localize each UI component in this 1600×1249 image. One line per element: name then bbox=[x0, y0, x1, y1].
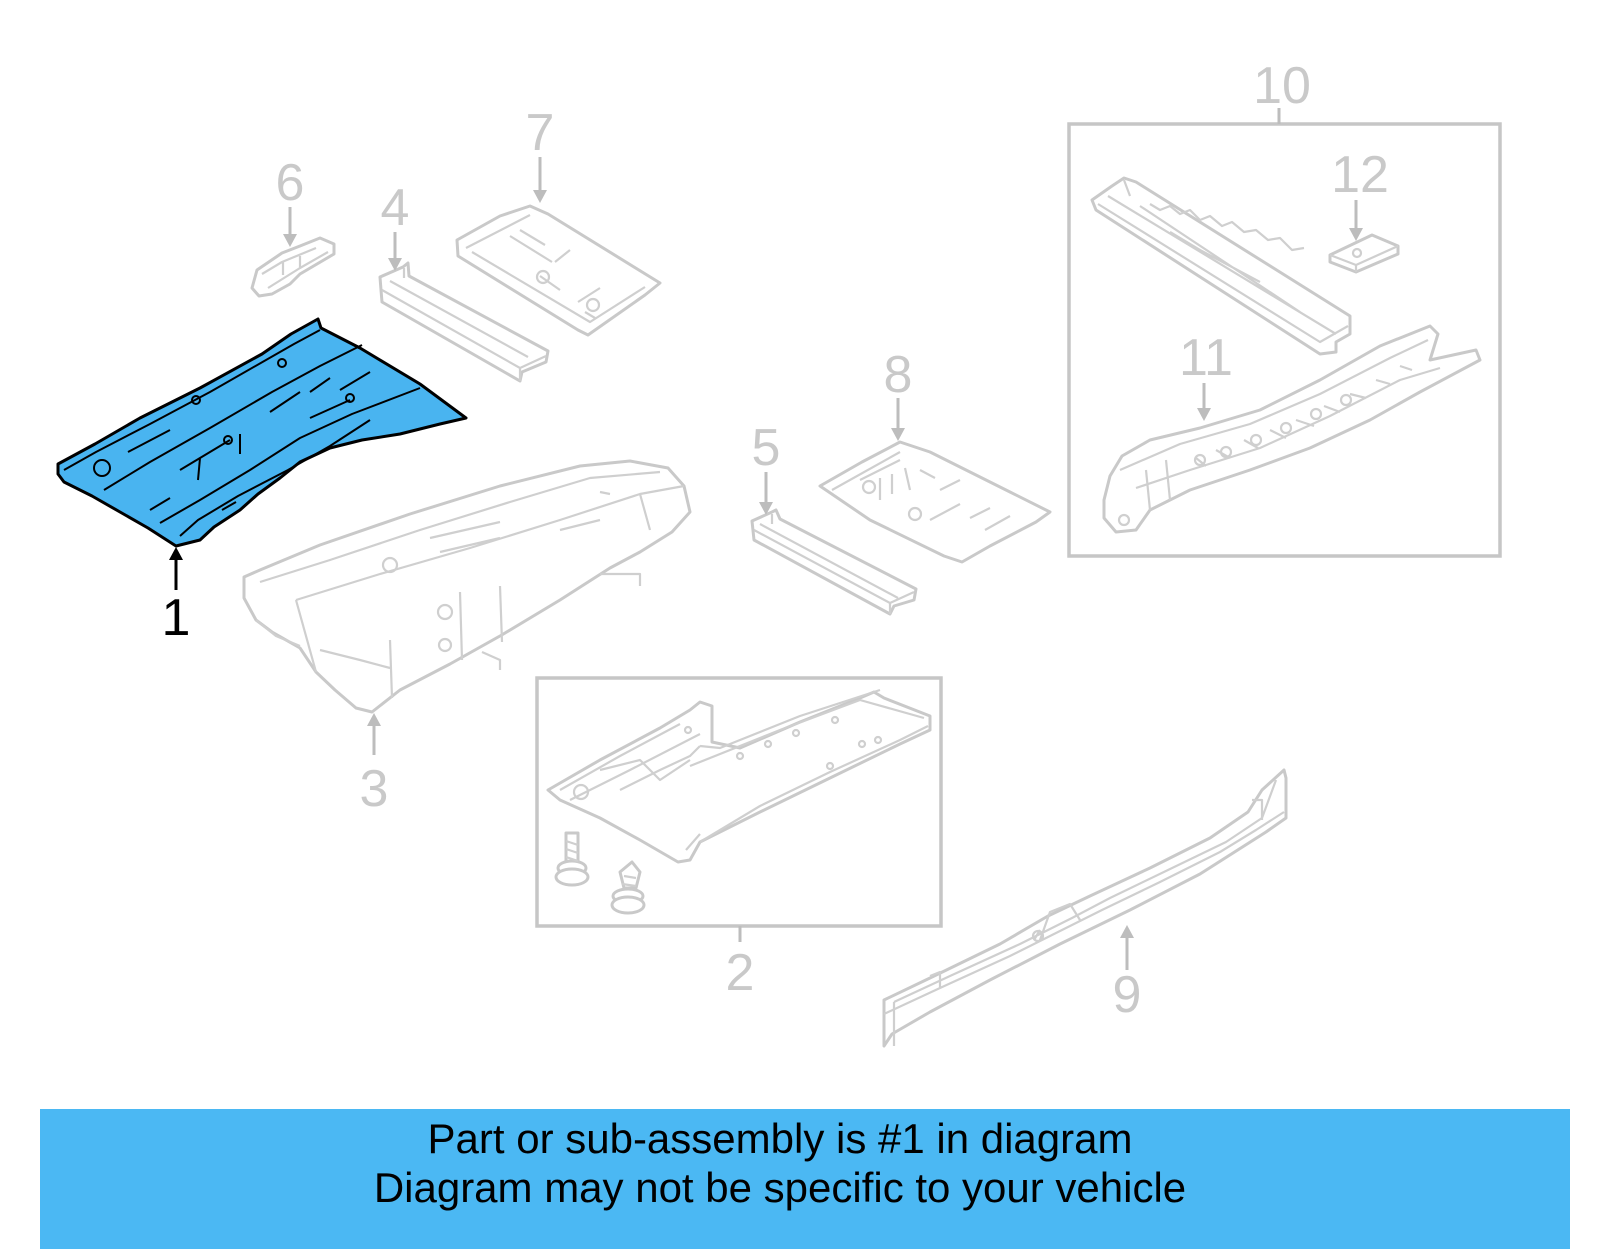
callout-1-arrow bbox=[169, 547, 183, 590]
part-5-crossmember bbox=[750, 508, 918, 616]
callout-12-arrow bbox=[1349, 200, 1363, 241]
callout-8: 8 bbox=[884, 346, 913, 404]
callout-7: 7 bbox=[526, 104, 555, 162]
callout-6: 6 bbox=[276, 154, 305, 212]
banner-part-note: Part or sub-assembly is #1 in diagram bbox=[427, 1115, 1133, 1162]
info-banner: Part or sub-assembly is #1 in diagram Di… bbox=[40, 1109, 1570, 1249]
callout-8-arrow bbox=[891, 398, 905, 441]
part-9-side-sill bbox=[882, 768, 1288, 1048]
part-7-floor-panel bbox=[455, 204, 662, 337]
part-4-crossmember bbox=[378, 261, 550, 383]
bolt-icon bbox=[554, 831, 590, 887]
part-11-rear-rail bbox=[1102, 324, 1482, 534]
box-10 bbox=[1067, 122, 1502, 558]
part-12-plate bbox=[1328, 233, 1400, 274]
callout-10: 10 bbox=[1253, 57, 1311, 115]
callout-2: 2 bbox=[726, 944, 755, 1002]
callout-1: 1 bbox=[162, 589, 191, 647]
banner-vehicle-disclaimer: Diagram may not be specific to your vehi… bbox=[373, 1164, 1187, 1211]
part-2-front-floor-pan bbox=[546, 688, 932, 864]
callout-7-arrow bbox=[533, 157, 547, 203]
clip-icon bbox=[610, 860, 646, 915]
callout-4: 4 bbox=[381, 179, 410, 237]
callout-5: 5 bbox=[752, 419, 781, 477]
callout-9: 9 bbox=[1113, 966, 1142, 1024]
callout-4-arrow bbox=[388, 232, 402, 271]
callout-11: 11 bbox=[1179, 329, 1233, 387]
callout-11-arrow bbox=[1197, 383, 1211, 421]
part-3-tunnel-reinforcement bbox=[242, 459, 692, 714]
part-1-floor-pan bbox=[56, 317, 468, 548]
part-6-bracket bbox=[250, 236, 336, 298]
callout-9-arrow bbox=[1120, 925, 1134, 970]
callout-3: 3 bbox=[360, 760, 389, 818]
part-10-upper-rail bbox=[1090, 176, 1352, 356]
callout-5-arrow bbox=[759, 472, 773, 515]
callout-12: 12 bbox=[1331, 146, 1389, 204]
part-8-floor-panel bbox=[818, 440, 1052, 564]
callout-6-arrow bbox=[283, 207, 297, 247]
callout-3-arrow bbox=[367, 713, 381, 755]
